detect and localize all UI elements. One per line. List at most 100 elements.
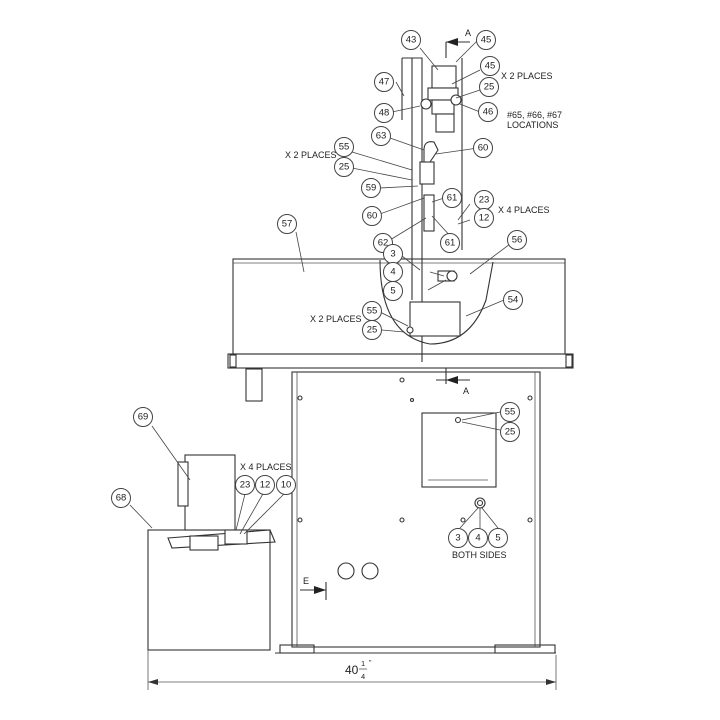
- balloon-label: 25: [367, 325, 378, 336]
- balloon-callout: 12: [255, 475, 275, 495]
- balloon-circle: [479, 77, 499, 97]
- balloon-callout: 5: [488, 528, 508, 548]
- balloon-callout: 55: [334, 137, 354, 157]
- balloon-label: 23: [479, 195, 490, 206]
- balloon-callout: 3: [383, 244, 403, 264]
- balloon-label: 59: [366, 183, 377, 194]
- balloon-circle: [507, 230, 527, 250]
- balloon-circle: [276, 475, 296, 495]
- balloon-circle: [468, 528, 488, 548]
- balloon-label: 5: [495, 533, 500, 544]
- balloon-callout: 55: [362, 301, 382, 321]
- balloon-callout: 68: [111, 488, 131, 508]
- balloon-circle: [500, 422, 520, 442]
- balloon-label: 12: [260, 480, 271, 491]
- section-label-e: E: [303, 576, 309, 586]
- balloon-circle: [476, 30, 496, 50]
- balloon-circle: [401, 30, 421, 50]
- balloon-label: 3: [390, 249, 395, 260]
- balloon-label: 5: [390, 286, 395, 297]
- balloon-label: 61: [447, 193, 458, 204]
- balloon-callout: 43: [401, 30, 421, 50]
- balloon-circle: [362, 206, 382, 226]
- balloon-circle: [277, 214, 297, 234]
- dimension-denominator: 4: [361, 672, 365, 681]
- section-label-top: A: [465, 28, 471, 38]
- balloon-callout: 3: [448, 528, 468, 548]
- balloon-label: 45: [485, 61, 496, 72]
- leader-lines: [129, 39, 511, 535]
- dimension-whole: 40: [345, 663, 359, 677]
- balloon-callout: 63: [371, 126, 391, 146]
- balloon-callout: 60: [473, 138, 493, 158]
- balloon-circle: [371, 126, 391, 146]
- balloon-label: 4: [390, 267, 395, 278]
- balloon-label: 3: [455, 533, 460, 544]
- balloon-circle: [473, 138, 493, 158]
- balloon-label: 69: [138, 412, 149, 423]
- balloon-circle: [334, 137, 354, 157]
- balloon-callout: 12: [474, 208, 494, 228]
- balloon-callout: 61: [440, 233, 460, 253]
- balloon-label: 43: [406, 35, 417, 46]
- balloon-callout: 25: [479, 77, 499, 97]
- balloon-circle: [440, 233, 460, 253]
- balloon-callout: 54: [503, 290, 523, 310]
- balloon-callout: 23: [235, 475, 255, 495]
- balloon-callout: 57: [277, 214, 297, 234]
- blade-column: [379, 57, 494, 362]
- balloon-circle: [111, 488, 131, 508]
- balloon-callout: 45: [480, 56, 500, 76]
- balloon-label: 62: [378, 238, 389, 249]
- balloon-label: 25: [505, 427, 516, 438]
- balloon-circle: [255, 475, 275, 495]
- balloon-label: 45: [481, 35, 492, 46]
- balloon-callout: 69: [133, 407, 153, 427]
- balloon-circle: [383, 281, 403, 301]
- balloon-circle: [480, 56, 500, 76]
- balloon-label: 12: [479, 213, 490, 224]
- balloon-label: 55: [367, 306, 378, 317]
- balloon-circle: [374, 103, 394, 123]
- balloon-callout: 55: [500, 402, 520, 422]
- dimension-unit: ": [369, 660, 372, 667]
- balloon-circle: [235, 475, 255, 495]
- balloon-circle: [478, 102, 498, 122]
- balloon-label: 60: [367, 211, 378, 222]
- balloon-circle: [374, 72, 394, 92]
- balloon-circle: [133, 407, 153, 427]
- balloon-callout: 46: [478, 102, 498, 122]
- balloon-label: 23: [240, 480, 251, 491]
- section-arrow-top: A: [445, 28, 471, 58]
- balloon-label: 55: [339, 142, 350, 153]
- balloon-label: 47: [379, 77, 390, 88]
- balloon-callout: 10: [276, 475, 296, 495]
- balloon-label: 10: [281, 480, 292, 491]
- dimension-numerator: 1: [361, 659, 365, 668]
- balloon-callout: 59: [361, 178, 381, 198]
- balloon-circle: [442, 188, 462, 208]
- balloon-label: 25: [484, 82, 495, 93]
- balloon-callout: 48: [374, 103, 394, 123]
- note-locations-1: #65, #66, #67: [507, 110, 562, 120]
- balloon-label: 63: [376, 131, 387, 142]
- balloon-label: 60: [478, 143, 489, 154]
- balloon-label: 55: [505, 407, 516, 418]
- note-x4-places-tank: X 4 PLACES: [240, 462, 292, 472]
- balloon-circle: [503, 290, 523, 310]
- balloon-circle: [474, 208, 494, 228]
- balloon-callout: 45: [476, 30, 496, 50]
- overall-dimension: 40 1 4 ": [147, 650, 557, 690]
- balloon-circle: [488, 528, 508, 548]
- balloon-callout: 4: [468, 528, 488, 548]
- balloon-callout: 47: [374, 72, 394, 92]
- balloon-label: 48: [379, 108, 390, 119]
- balloon-callout: 25: [362, 320, 382, 340]
- balloon-label: 46: [483, 107, 494, 118]
- balloon-callout: 4: [383, 262, 403, 282]
- balloon-callout: 5: [383, 281, 403, 301]
- note-x2-places-top: X 2 PLACES: [501, 71, 553, 81]
- note-both-sides: BOTH SIDES: [452, 550, 507, 560]
